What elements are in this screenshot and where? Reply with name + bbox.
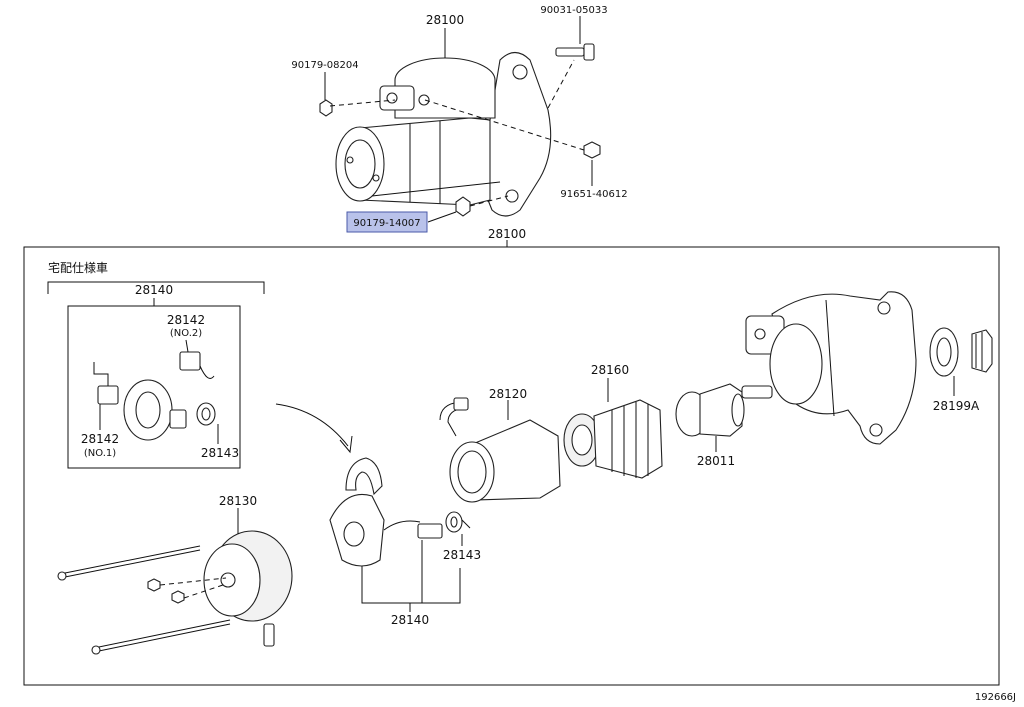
label-spring-inset: 28143	[201, 446, 239, 460]
brush-holder-inset	[93, 351, 216, 441]
drive-housing-part	[745, 291, 917, 445]
end-frame-part	[57, 530, 293, 655]
direction-arrow-icon	[275, 403, 353, 454]
label-end-frame: 28130	[219, 494, 257, 508]
bolt-right-icon	[583, 141, 601, 159]
label-clutch: 28011	[697, 454, 735, 468]
label-bolt-right: 91651-40612	[560, 189, 627, 200]
label-bolt-top: 90031-05033	[540, 5, 607, 16]
label-armature: 28160	[591, 363, 629, 377]
label-spec-note: 宅配仕様車	[48, 260, 108, 275]
clutch-part	[675, 383, 773, 437]
label-brush-no1: 28142	[81, 432, 119, 446]
label-top-starter: 28100	[426, 13, 464, 27]
brush-holder-main	[329, 457, 471, 567]
label-yoke: 28120	[489, 387, 527, 401]
diagram-id: 192666J	[975, 692, 1016, 703]
armature-part	[563, 399, 663, 479]
label-holder-main: 28140	[391, 613, 429, 627]
label-frame-title: 28100	[488, 227, 526, 241]
label-brush-no1-note: (NO.1)	[84, 448, 116, 459]
highlight-box	[346, 211, 428, 233]
label-sub-group: 28140	[135, 283, 173, 297]
label-spring-main: 28143	[443, 548, 481, 562]
label-nut-highlight: 90179-14007	[353, 218, 420, 229]
label-nut-left: 90179-08204	[291, 60, 358, 71]
label-brush-no2: 28142	[167, 313, 205, 327]
starter-assembly-top	[319, 16, 601, 223]
gear-part	[929, 327, 993, 377]
inset-box	[67, 305, 241, 469]
yoke-part	[439, 397, 561, 503]
label-brush-no2-note: (NO.2)	[170, 328, 202, 339]
bolt-top-icon	[555, 43, 595, 61]
exploded-view-frame	[23, 246, 1000, 686]
label-gear: 28199A	[933, 399, 980, 413]
